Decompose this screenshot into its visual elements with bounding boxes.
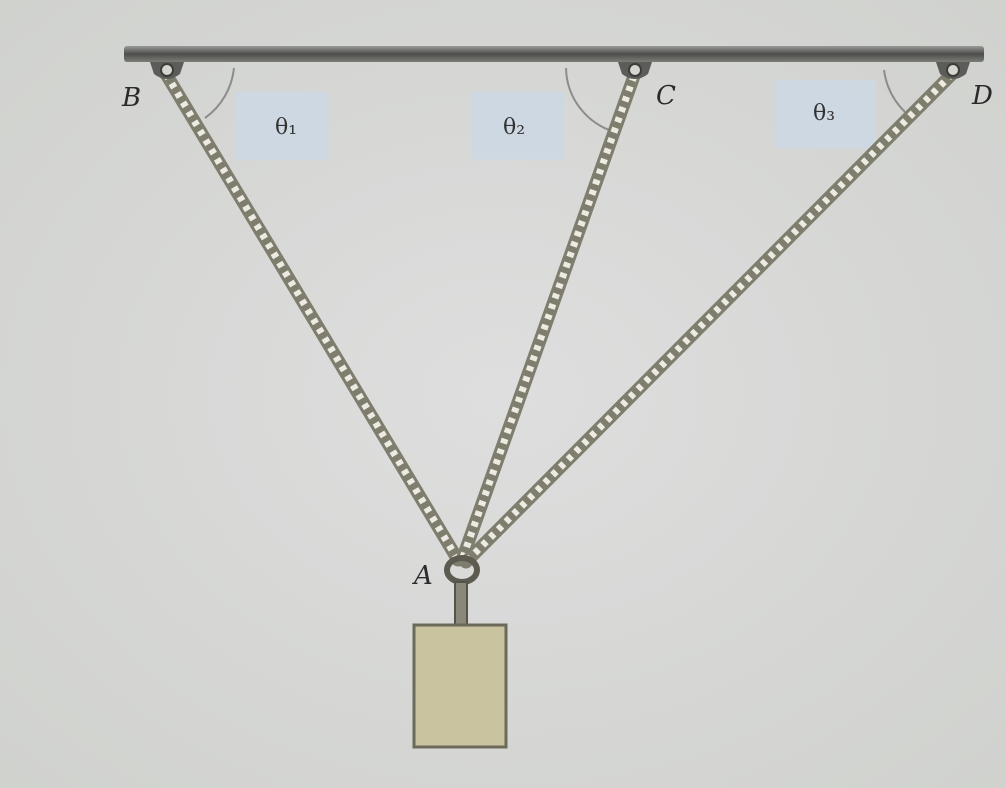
- angle-label-theta1: θ₁: [275, 115, 297, 140]
- hanger-stem: [454, 581, 468, 629]
- point-label-d: D: [971, 81, 993, 111]
- point-label-a: A: [412, 561, 433, 591]
- mount-c: [618, 62, 652, 79]
- hanging-block: [412, 623, 508, 749]
- angle-label-theta3: θ₃: [813, 101, 835, 126]
- angle-arc-theta2: [565, 67, 616, 133]
- angle-label-theta2: θ₂: [503, 115, 525, 140]
- angle-box-theta3: [776, 80, 876, 148]
- point-label-b: B: [121, 83, 141, 113]
- angle-box-theta2: [472, 92, 564, 160]
- angle-box-theta1: [236, 92, 328, 160]
- angle-arc-theta1: [204, 67, 235, 119]
- rope-ab: [159, 67, 465, 567]
- angle-arc-theta3: [883, 69, 906, 113]
- point-label-c: C: [656, 81, 676, 111]
- rope-ad: [459, 67, 959, 569]
- mount-d: [936, 62, 970, 79]
- rope-ac: [455, 69, 641, 567]
- ceiling-bar: [124, 46, 984, 62]
- mount-b: [150, 62, 184, 79]
